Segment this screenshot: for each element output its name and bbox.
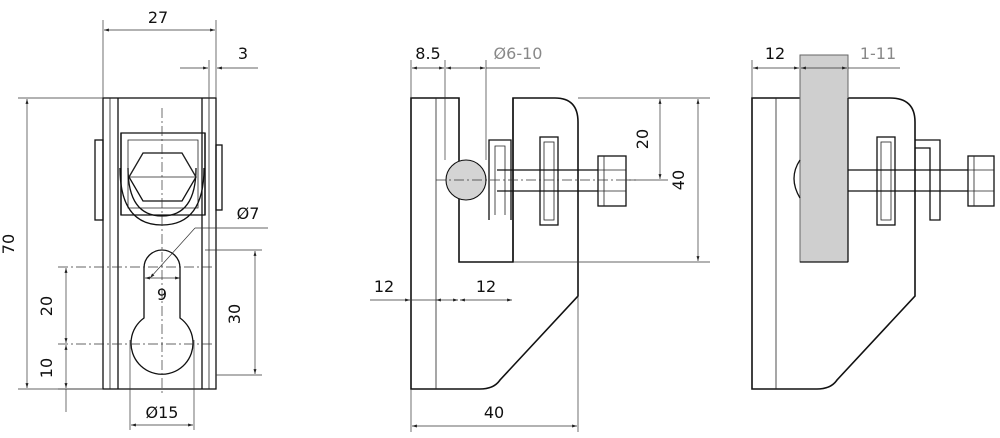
dim-label-3: 3: [238, 44, 248, 63]
side-body-outline: [410, 97, 579, 390]
dim-label-d6-10: Ø6-10: [494, 44, 543, 63]
side-hex-nut: [597, 155, 627, 207]
dim-label-d7: Ø7: [237, 204, 260, 223]
clamp-view: 12 1-11: [751, 44, 995, 390]
dim-label-d15: Ø15: [146, 403, 179, 422]
dim-label-20-side: 20: [633, 129, 652, 149]
dim-label-40-horizontal: 40: [484, 403, 504, 422]
dim-label-9: 9: [157, 285, 167, 304]
dim-label-27: 27: [148, 8, 168, 27]
clamp-hex-nut: [967, 155, 995, 207]
front-body-outline: [102, 97, 217, 390]
clamp-screw-bracket: [915, 139, 941, 221]
front-right-tab: [215, 144, 223, 211]
side-screw-plate: [539, 136, 559, 226]
clamp-screw-plate: [876, 136, 896, 226]
front-view: 27 3 70 Ø7 9 20 10 30 Ø15: [0, 8, 268, 430]
clamp-flange-plate: [799, 54, 849, 263]
dim-label-8-5: 8.5: [415, 44, 440, 63]
dim-label-70: 70: [0, 234, 18, 254]
clamp-body-outline: [751, 97, 916, 390]
dim-label-12-clamp: 12: [765, 44, 785, 63]
dim-label-10: 10: [37, 358, 56, 378]
dim-label-1-11: 1-11: [860, 44, 896, 63]
dim-label-20-front: 20: [37, 296, 56, 316]
dim-label-30: 30: [225, 304, 244, 324]
front-left-tab: [94, 139, 104, 221]
side-view: 8.5 Ø6-10 20 40 12 12 40: [370, 44, 710, 432]
dim-label-12-inner: 12: [476, 277, 496, 296]
dim-label-40-vertical: 40: [669, 170, 688, 190]
dim-label-12-left: 12: [374, 277, 394, 296]
